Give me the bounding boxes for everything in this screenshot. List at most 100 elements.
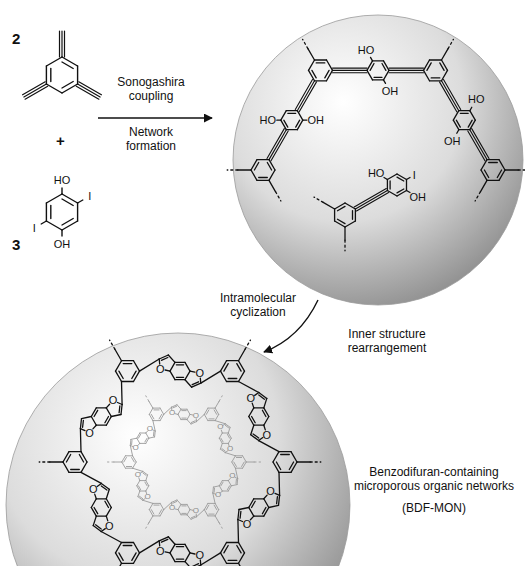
bond-line: [214, 505, 217, 510]
bond-line: [269, 130, 286, 160]
bond-line: [41, 221, 46, 224]
bond-line: [499, 160, 505, 170]
bond-line: [208, 515, 215, 516]
bond-line: [334, 209, 335, 221]
bond-line: [132, 458, 135, 463]
bond-line: [187, 515, 191, 520]
bond-line: [63, 452, 69, 462]
bond-line: [101, 532, 121, 543]
bond-line: [228, 433, 231, 438]
atom-label: O: [135, 470, 141, 479]
bond-line: [389, 70, 424, 71]
bond-line: [160, 408, 164, 414]
bond-line: [176, 546, 183, 547]
bdf-sphere: [6, 333, 350, 566]
bond-line: [333, 68, 368, 69]
bond-line: [232, 456, 236, 462]
bond-line: [221, 371, 227, 381]
bond-line: [138, 434, 140, 438]
bond-line: [138, 491, 140, 497]
bond-line: [182, 505, 186, 506]
bond-line: [221, 361, 227, 371]
network-sphere: [233, 15, 523, 305]
bond-line: [159, 414, 162, 419]
bond-line: [62, 84, 78, 93]
atom-label: HO: [54, 174, 71, 187]
bond-line: [130, 439, 132, 445]
bond-line: [116, 553, 122, 563]
bond-line: [62, 82, 73, 89]
compound-number: 3: [12, 236, 20, 253]
bond-line: [222, 443, 228, 444]
bond-line: [178, 510, 181, 515]
bond-line: [46, 203, 47, 221]
bond-line: [24, 84, 47, 97]
bond-line: [254, 407, 264, 408]
bond-line: [96, 425, 106, 426]
bond-line: [518, 169, 525, 170]
bond-line: [281, 454, 290, 455]
bond-line: [246, 462, 254, 463]
bond-line: [165, 552, 170, 553]
atom-label: O: [147, 424, 153, 433]
compound-number: 2: [12, 30, 20, 47]
atom-label: O: [156, 363, 165, 376]
bond-line: [397, 177, 404, 181]
bond-line: [235, 468, 237, 478]
bond-line: [213, 493, 215, 503]
atom-label: O: [193, 506, 199, 515]
bond-line: [204, 503, 208, 509]
bond-line: [125, 455, 132, 456]
bond-line: [110, 340, 115, 349]
bond-line: [50, 69, 51, 82]
bond-line: [63, 462, 69, 472]
bond-line: [384, 178, 387, 180]
bond-line: [91, 417, 96, 426]
bond-line: [384, 80, 386, 84]
bond-line: [237, 520, 239, 543]
bond-line: [101, 483, 109, 489]
atom-label: O: [227, 444, 233, 453]
bond-line: [123, 545, 132, 546]
bond-line: [249, 508, 254, 517]
bond-line: [116, 371, 122, 381]
bond-line: [227, 486, 229, 490]
bond-line: [215, 503, 219, 509]
bond-line: [46, 194, 62, 203]
bond-line: [105, 417, 109, 423]
bond-line: [204, 408, 208, 414]
atom-label: O: [266, 485, 275, 498]
bond-line: [344, 227, 345, 240]
bond-line: [297, 81, 314, 111]
bond-line: [215, 414, 219, 420]
bond-line: [146, 523, 149, 529]
bond-line: [382, 64, 386, 71]
bond-line: [118, 406, 120, 413]
bond-line: [78, 84, 101, 97]
bond-line: [239, 361, 245, 371]
bond-line: [170, 371, 175, 380]
bond-line: [191, 422, 197, 424]
atom-label: HO: [468, 93, 485, 106]
bond-line: [325, 70, 329, 78]
atom-label: O: [133, 443, 139, 452]
bond-line: [237, 364, 241, 372]
bond-line: [69, 472, 81, 473]
bond-line: [214, 488, 215, 492]
caption-text: Network formation: [112, 126, 190, 154]
bond-line: [79, 455, 83, 463]
bond-line: [96, 407, 106, 408]
bond-line: [338, 206, 346, 210]
bond-line: [159, 510, 162, 514]
bond-line: [105, 501, 109, 507]
bond-line: [251, 435, 259, 441]
bond-line: [407, 191, 411, 193]
bond-line: [121, 382, 123, 405]
bond-line: [221, 482, 223, 486]
bond-line: [327, 70, 333, 80]
caption-text: Sonogashira coupling: [112, 76, 190, 104]
bond-line: [308, 49, 315, 60]
bond-line: [480, 180, 487, 191]
bond-line: [80, 429, 82, 452]
bond-line: [281, 120, 287, 130]
